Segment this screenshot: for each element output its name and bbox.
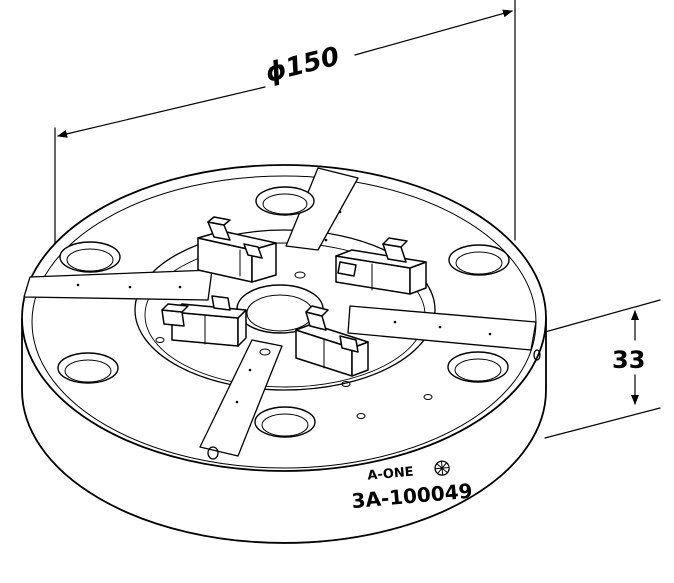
side-hole-front [207,446,219,460]
small-holes [155,271,433,419]
dimension-line-left [57,86,266,138]
jaws [161,216,427,377]
t-slot-south [199,339,283,457]
diameter-label: ϕ150 [262,42,342,89]
brand-label: A-ONE [367,465,414,484]
height-extension-bottom [544,407,661,439]
chuck-body: A-ONE 3A-100049 [21,164,547,544]
side-hole-right [533,349,541,361]
t-slots [23,167,537,457]
mounting-hole-3 [448,244,510,276]
t-slot-north [285,167,359,251]
height-label: 33 [612,346,645,374]
height-extension-top [544,299,661,333]
mounting-hole-1 [255,186,315,216]
mounting-hole-2 [59,241,121,273]
jaw-north [197,216,277,283]
jaw-south [295,305,369,377]
mounting-hole-5 [447,351,509,383]
slot-holes [76,210,492,404]
jaw-east [335,237,427,295]
dimension-line-right [354,9,513,56]
jaw-west [161,295,247,347]
brand-logo-icon [434,460,450,476]
height-dimension: 33 [544,299,661,439]
t-slot-east [347,305,537,351]
mounting-holes [57,186,510,438]
central-recess-outer [134,229,436,391]
t-slot-west [23,269,213,301]
mounting-hole-4 [57,352,119,384]
mounting-hole-6 [254,406,316,438]
